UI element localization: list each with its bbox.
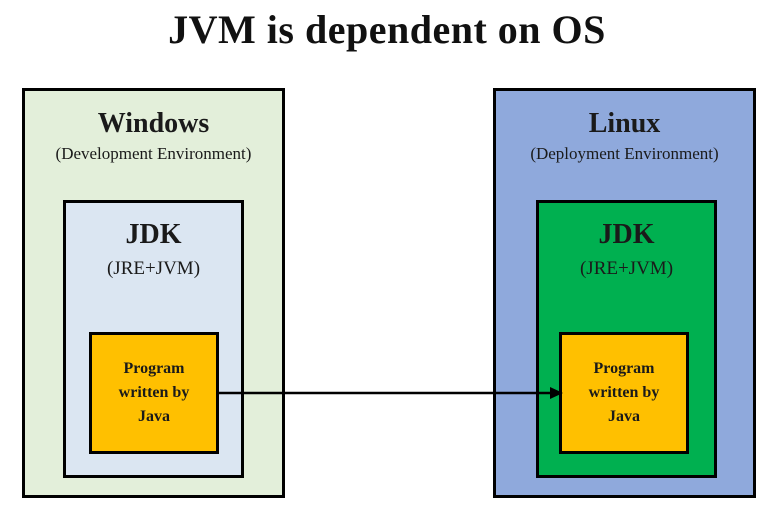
windows-jdk-label: JDK — [125, 219, 182, 250]
windows-program-line: Java — [138, 408, 170, 425]
linux-program-box: Program written by Java — [559, 332, 689, 454]
windows-jdk-box: JDK (JRE+JVM) Program written by Java — [63, 200, 244, 478]
windows-title: Windows — [97, 108, 210, 139]
linux-environment-box: Linux (Deployment Environment) JDK (JRE+… — [493, 88, 756, 498]
windows-program-line: written by — [118, 384, 190, 401]
windows-jdk-sublabel: (JRE+JVM) — [106, 258, 201, 279]
linux-program-line: written by — [588, 384, 660, 401]
linux-jdk-label: JDK — [598, 219, 655, 250]
linux-title: Linux — [588, 108, 661, 139]
windows-program-box: Program written by Java — [89, 332, 219, 454]
dependency-arrow-icon — [219, 387, 563, 399]
linux-program-line: Program — [593, 360, 655, 377]
linux-jdk-sublabel: (JRE+JVM) — [579, 258, 674, 279]
linux-program-line: Java — [608, 408, 640, 425]
linux-subtitle: (Deployment Environment) — [530, 144, 719, 163]
windows-program-line: Program — [123, 360, 185, 377]
windows-environment-box: Windows (Development Environment) JDK (J… — [22, 88, 285, 498]
diagram-title: JVM is dependent on OS — [168, 7, 606, 52]
windows-subtitle: (Development Environment) — [55, 144, 252, 163]
linux-jdk-box: JDK (JRE+JVM) Program written by Java — [536, 200, 717, 478]
